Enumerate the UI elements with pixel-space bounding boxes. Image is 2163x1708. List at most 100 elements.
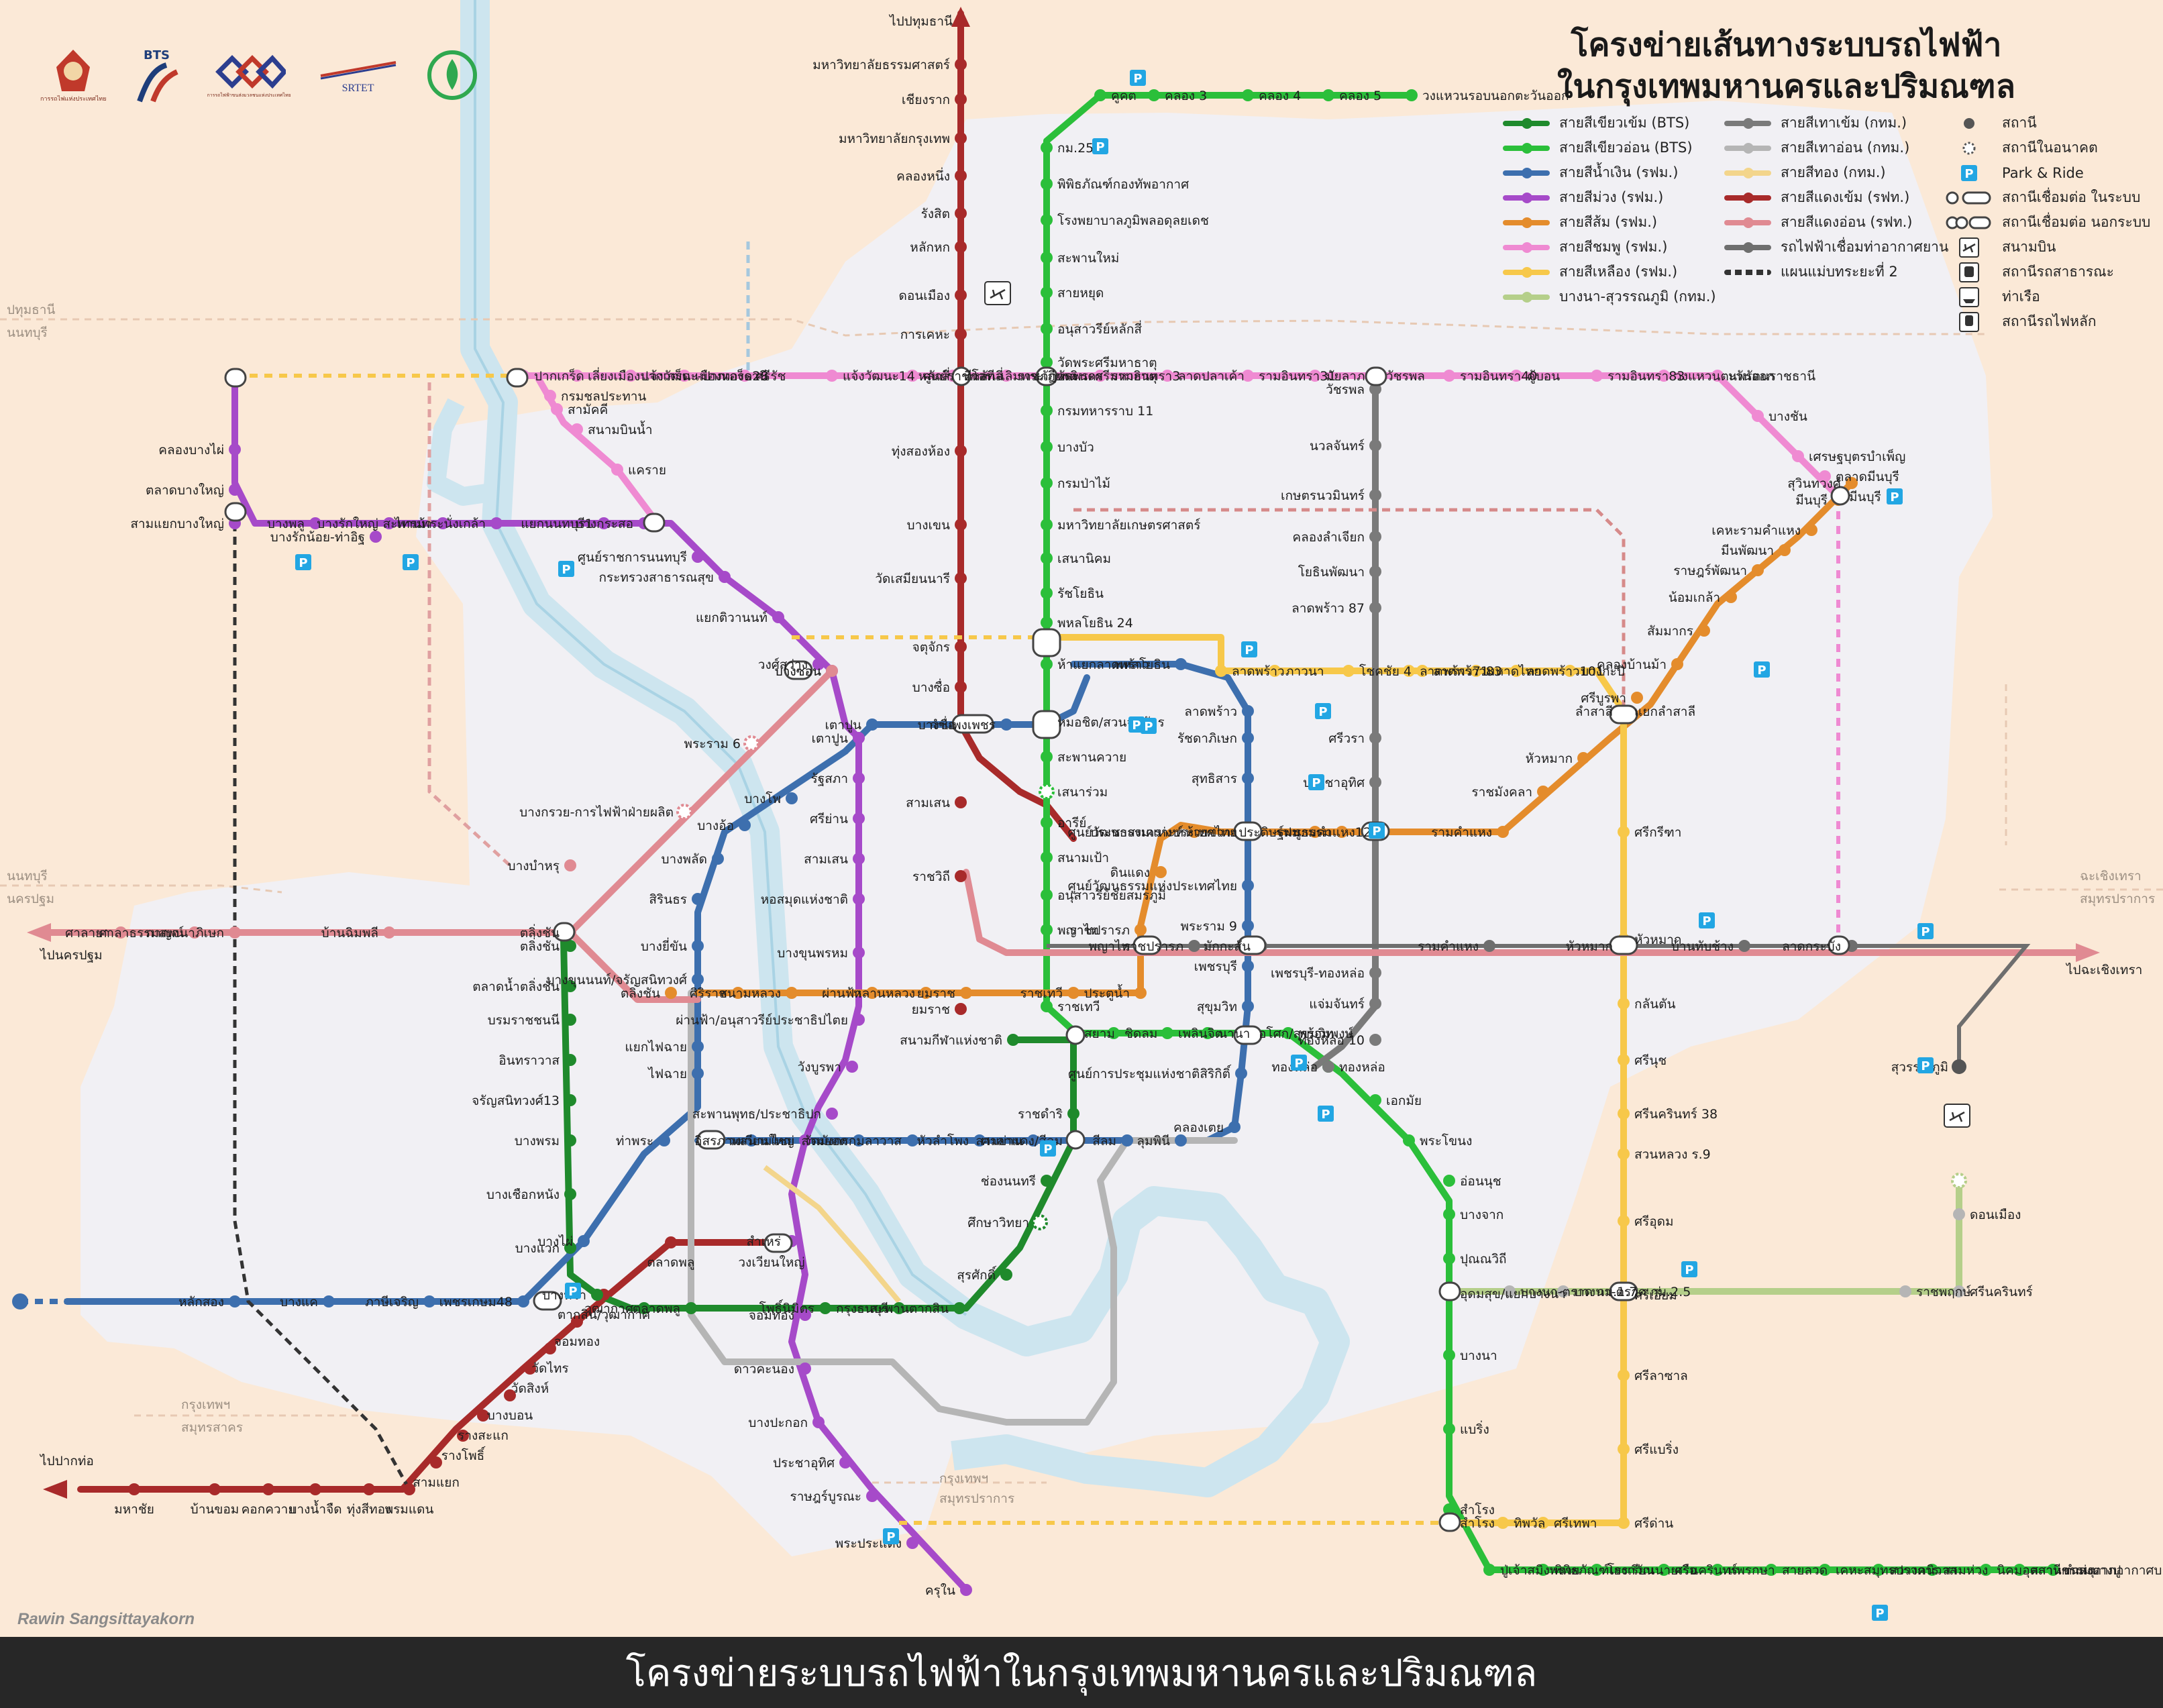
station-dot[interactable] bbox=[2013, 1564, 2025, 1576]
station-dot[interactable] bbox=[1537, 1564, 1549, 1576]
station-dot[interactable] bbox=[1779, 544, 1791, 556]
station-dot[interactable] bbox=[1443, 1175, 1455, 1187]
station-dot[interactable] bbox=[812, 658, 825, 670]
station-dot[interactable] bbox=[1041, 552, 1053, 564]
station-dot[interactable] bbox=[564, 1014, 576, 1026]
station-dot[interactable] bbox=[1235, 1067, 1247, 1079]
station-dot[interactable] bbox=[1242, 705, 1254, 717]
station-dot[interactable] bbox=[955, 328, 967, 340]
station-dot[interactable] bbox=[799, 1134, 811, 1146]
station-dot[interactable] bbox=[955, 170, 967, 182]
station-dot[interactable] bbox=[799, 1363, 811, 1375]
station-dot[interactable] bbox=[564, 859, 576, 871]
station-dot[interactable] bbox=[1443, 370, 1455, 382]
station-dot[interactable] bbox=[953, 1302, 965, 1314]
station-dot[interactable] bbox=[128, 1483, 140, 1495]
station-dot[interactable] bbox=[1007, 1034, 1019, 1046]
station-dot[interactable] bbox=[423, 1295, 435, 1307]
station-dot[interactable] bbox=[1108, 1027, 1120, 1039]
station-dot[interactable] bbox=[430, 1456, 442, 1469]
station-dot[interactable] bbox=[1041, 405, 1053, 417]
station-dot[interactable] bbox=[229, 926, 241, 939]
station-dot[interactable] bbox=[1135, 924, 1147, 936]
station-dot[interactable] bbox=[1658, 370, 1670, 382]
station-dot[interactable] bbox=[229, 443, 241, 456]
station-dot[interactable] bbox=[1403, 1134, 1415, 1146]
station-dot[interactable] bbox=[544, 390, 556, 402]
station-dot[interactable] bbox=[1369, 1094, 1381, 1106]
station-dot[interactable] bbox=[955, 1003, 967, 1015]
station-dot[interactable] bbox=[1470, 665, 1482, 677]
station-dot[interactable] bbox=[1041, 214, 1053, 226]
station-dot[interactable] bbox=[1738, 940, 1750, 952]
station-dot[interactable] bbox=[1148, 89, 1160, 101]
station-dot[interactable] bbox=[1322, 1061, 1334, 1073]
station-dot[interactable] bbox=[323, 1295, 335, 1307]
station-dot[interactable] bbox=[866, 987, 878, 999]
station-dot[interactable] bbox=[437, 517, 449, 529]
station-dot[interactable] bbox=[591, 1289, 603, 1301]
station-dot[interactable] bbox=[1041, 356, 1053, 368]
station-dot[interactable] bbox=[1369, 732, 1381, 744]
station-dot[interactable] bbox=[1805, 524, 1817, 536]
station-dot[interactable] bbox=[819, 1302, 831, 1314]
station-dot[interactable] bbox=[812, 1416, 825, 1428]
station-dot[interactable] bbox=[1503, 1285, 1516, 1297]
station-dot[interactable] bbox=[955, 445, 967, 457]
station-dot[interactable] bbox=[1067, 987, 1079, 999]
station-dot[interactable] bbox=[1041, 924, 1053, 936]
station-dot[interactable] bbox=[920, 987, 932, 999]
station-dot[interactable] bbox=[564, 1188, 576, 1200]
station-dot[interactable] bbox=[1041, 816, 1053, 829]
station-dot[interactable] bbox=[571, 370, 583, 382]
station-dot[interactable] bbox=[309, 1483, 321, 1495]
station-dot[interactable] bbox=[1369, 1034, 1381, 1046]
station-dot[interactable] bbox=[1161, 370, 1173, 382]
station-dot[interactable] bbox=[1369, 776, 1381, 788]
station-dot[interactable] bbox=[1041, 751, 1053, 763]
station-dot[interactable] bbox=[906, 1537, 918, 1549]
station-dot[interactable] bbox=[1041, 587, 1053, 599]
station-dot[interactable] bbox=[598, 517, 610, 529]
station-dot[interactable] bbox=[665, 987, 677, 999]
station-dot[interactable] bbox=[1000, 1269, 1012, 1281]
station-dot[interactable] bbox=[457, 1430, 469, 1442]
station-dot[interactable] bbox=[551, 403, 563, 415]
station-dot[interactable] bbox=[1041, 286, 1053, 299]
station-dot[interactable] bbox=[1041, 142, 1053, 154]
station-dot[interactable] bbox=[1443, 1252, 1455, 1265]
station-dot[interactable] bbox=[571, 1316, 583, 1328]
station-dot[interactable] bbox=[853, 853, 865, 865]
station-dot[interactable] bbox=[370, 531, 382, 543]
station-dot[interactable] bbox=[826, 370, 838, 382]
station-dot[interactable] bbox=[955, 681, 967, 693]
station-dot[interactable] bbox=[2047, 1564, 2059, 1576]
station-dot[interactable] bbox=[1309, 370, 1321, 382]
station-dot[interactable] bbox=[853, 1014, 865, 1026]
station-dot[interactable] bbox=[1711, 1564, 1724, 1576]
station-dot[interactable] bbox=[564, 940, 576, 952]
station-dot[interactable] bbox=[1510, 370, 1522, 382]
station-dot[interactable] bbox=[564, 1134, 576, 1146]
station-dot[interactable] bbox=[1322, 89, 1334, 101]
station-dot[interactable] bbox=[1041, 1175, 1053, 1187]
station-dot[interactable] bbox=[1067, 1108, 1079, 1120]
station-dot[interactable] bbox=[853, 1134, 865, 1146]
station-dot[interactable] bbox=[853, 947, 865, 959]
station-dot[interactable] bbox=[1242, 879, 1254, 892]
station-dot[interactable] bbox=[544, 1342, 556, 1354]
station-dot[interactable] bbox=[658, 1134, 670, 1146]
station-dot[interactable] bbox=[524, 1363, 536, 1375]
station-dot[interactable] bbox=[826, 1108, 838, 1120]
station-dot[interactable] bbox=[1819, 1564, 1831, 1576]
station-dot[interactable] bbox=[1537, 786, 1549, 798]
station-dot[interactable] bbox=[1041, 441, 1053, 453]
station-dot[interactable] bbox=[1121, 1134, 1133, 1146]
station-dot[interactable] bbox=[1725, 591, 1737, 603]
station-dot[interactable] bbox=[403, 1483, 415, 1495]
station-dot[interactable] bbox=[893, 1302, 905, 1314]
station-dot[interactable] bbox=[1483, 940, 1495, 952]
station-dot[interactable] bbox=[189, 926, 201, 939]
station-dot[interactable] bbox=[692, 973, 704, 985]
station-dot[interactable] bbox=[786, 792, 798, 804]
